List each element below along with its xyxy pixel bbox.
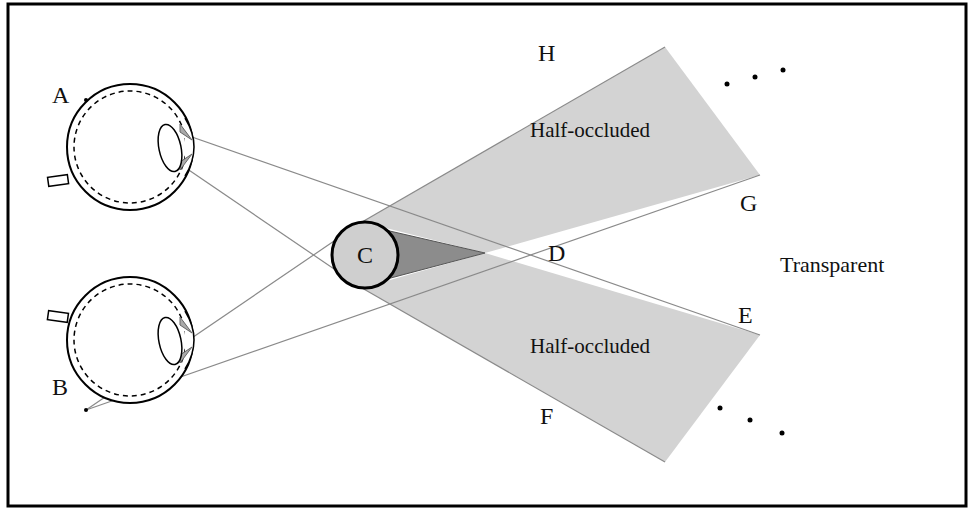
region-label: Transparent (780, 253, 884, 277)
frame-border (8, 4, 966, 506)
point-label: F (540, 403, 553, 429)
sight-lines (86, 47, 760, 462)
point-label: B (52, 374, 68, 400)
point-label: A (52, 82, 69, 108)
eye-symbol (47, 277, 194, 412)
point-label: G (740, 190, 757, 216)
region-label: Half-occluded (530, 335, 650, 358)
region-label: Half-occluded (530, 119, 650, 142)
half-occluded-region (362, 47, 760, 253)
half-occluded-region (362, 253, 760, 462)
point-label: D (548, 240, 565, 266)
point-label: H (538, 40, 555, 66)
circle-label: C (357, 243, 373, 267)
occluder-circle: C (330, 220, 400, 290)
point-label: E (738, 302, 753, 328)
eye-symbol (48, 84, 194, 210)
continuation-dots (718, 68, 786, 436)
